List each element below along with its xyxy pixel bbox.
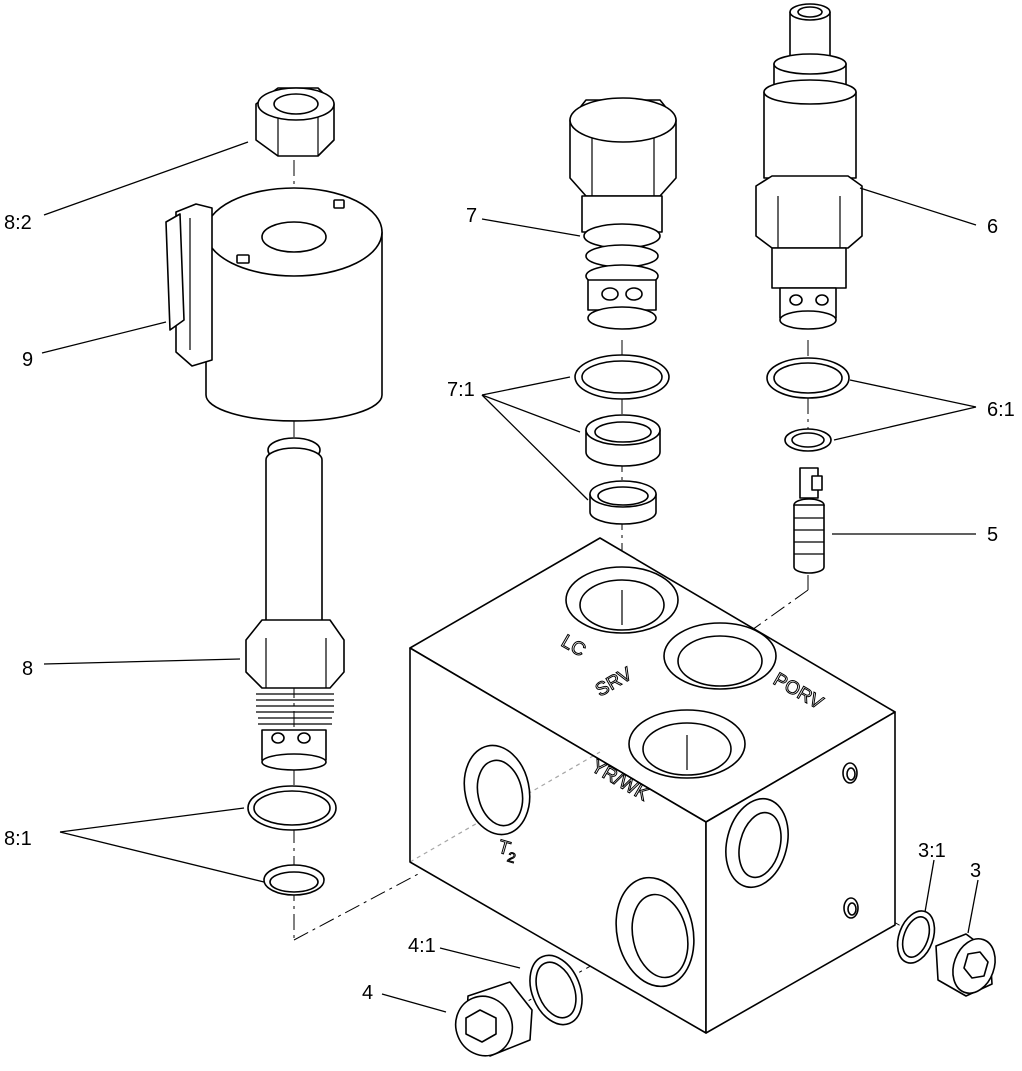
callout-9: 9 <box>22 349 33 371</box>
part-8-threads <box>256 693 334 725</box>
part-8-1-orings <box>247 785 337 896</box>
callout-3-1: 3:1 <box>918 840 946 862</box>
callout-4-1: 4:1 <box>408 935 436 957</box>
part-6-1-rings <box>766 357 850 452</box>
part-5-poppet <box>793 467 825 574</box>
callout-6: 6 <box>987 216 998 238</box>
part-3-plug <box>935 933 996 997</box>
port-t2 <box>463 744 531 836</box>
callout-3: 3 <box>970 860 981 882</box>
port-srv <box>628 709 746 779</box>
part-8-2-nut <box>255 87 335 157</box>
callout-8-1: 8:1 <box>4 828 32 850</box>
port-right-small-bottom <box>843 897 859 919</box>
port-right-small-top <box>842 762 858 784</box>
leader-lines <box>41 141 979 1013</box>
callout-4: 4 <box>362 982 373 1004</box>
part-4-1-oring <box>529 954 583 1026</box>
callout-5: 5 <box>987 524 998 546</box>
callout-7-1: 7:1 <box>447 379 475 401</box>
port-lc <box>565 566 679 634</box>
part-6-relief-valve <box>755 3 863 330</box>
callout-6-1: 6:1 <box>987 399 1015 421</box>
part-7-1-rings <box>574 354 670 525</box>
callout-8-2: 8:2 <box>4 212 32 234</box>
part-3-1-oring <box>896 910 936 964</box>
callout-7: 7 <box>466 205 477 227</box>
part-9-coil <box>165 187 383 422</box>
port-right-main <box>725 797 789 889</box>
part-7-cartridge <box>569 97 677 330</box>
callout-8: 8 <box>22 658 33 680</box>
part-4-plug <box>454 981 533 1057</box>
port-front-lower <box>615 876 695 988</box>
port-porv <box>663 622 777 690</box>
part-8-solenoid-valve <box>245 437 345 771</box>
